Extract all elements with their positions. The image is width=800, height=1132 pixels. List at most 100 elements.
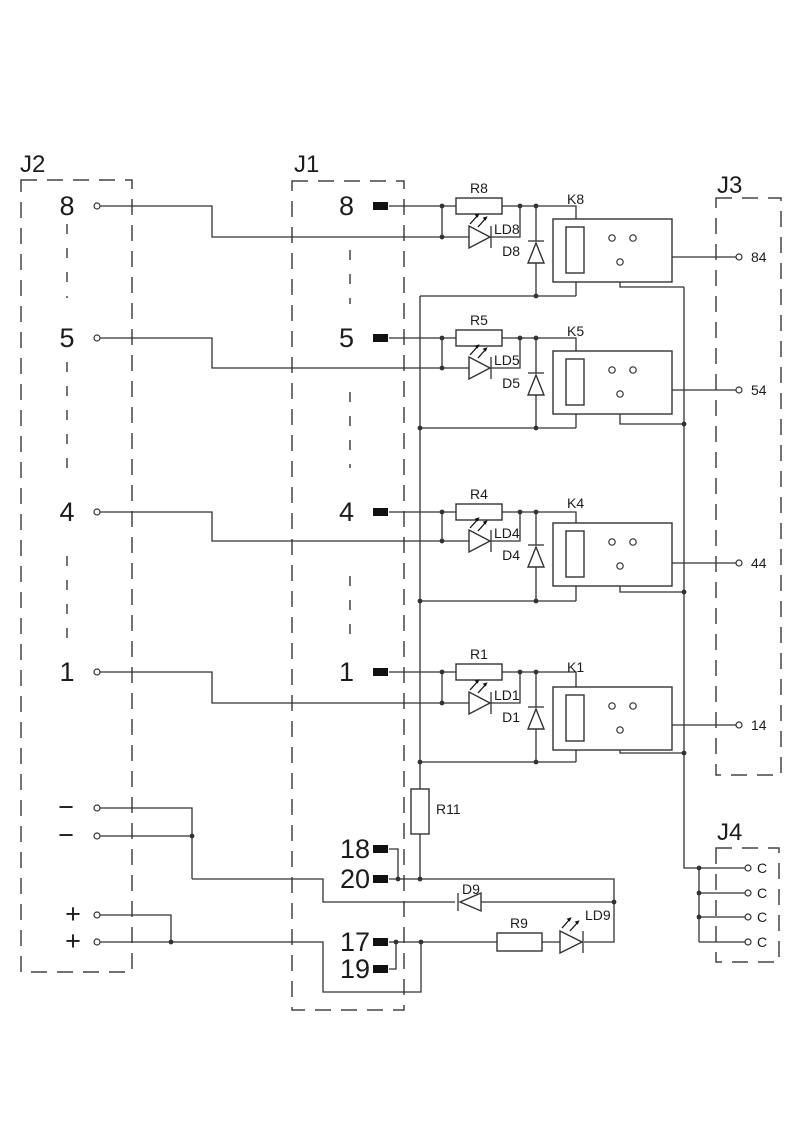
j1-pin-1-label: 1 xyxy=(339,657,354,687)
j1-pin-18-label: 18 xyxy=(340,834,370,864)
j1-label: J1 xyxy=(294,151,319,178)
ld8-label: LD8 xyxy=(494,221,520,237)
diode-d1 xyxy=(526,706,546,730)
j1-pin-19-label: 19 xyxy=(340,954,370,984)
j3-label: J3 xyxy=(717,172,742,199)
resistor-r8 xyxy=(455,197,503,215)
relay-unit-k5: R5 LD5 D5 K5 xyxy=(100,312,736,429)
j4-pin-c4-label: C xyxy=(757,934,767,950)
k1-coil xyxy=(565,694,585,742)
j3-terminal-44 xyxy=(735,559,743,567)
j3-terminal-84 xyxy=(735,253,743,261)
bus-wires xyxy=(419,287,745,943)
j3-pin-84-label: 84 xyxy=(751,249,767,265)
diode-d4 xyxy=(526,544,546,568)
j4-pin-c2-label: C xyxy=(757,885,767,901)
j1-pin-20-label: 20 xyxy=(340,864,370,894)
ld5-label: LD5 xyxy=(494,352,520,368)
j1-pin-contacts xyxy=(373,202,388,973)
relay-unit-k1: R1 LD1 D1 K1 xyxy=(100,646,736,763)
j2-pin-8-label: 8 xyxy=(59,191,74,221)
k8-label: K8 xyxy=(567,191,584,207)
ld9-label: LD9 xyxy=(585,907,611,923)
r5-label: R5 xyxy=(470,312,488,328)
j2-pin-plus1-label: + xyxy=(65,899,81,929)
j1-pin-17-label: 17 xyxy=(340,927,370,957)
j3-pin-44-label: 44 xyxy=(751,555,767,571)
j4-terminal-c4 xyxy=(744,938,752,946)
connector-j2: J2 8 5 4 1 − − + + xyxy=(20,151,133,973)
led-ld8 xyxy=(468,212,492,250)
j3-terminal-54 xyxy=(735,386,743,394)
j1-outline xyxy=(291,180,405,1011)
r1-label: R1 xyxy=(470,646,488,662)
led-ld9 xyxy=(559,916,584,955)
j4-pin-c1-label: C xyxy=(757,860,767,876)
r8-label: R8 xyxy=(470,180,488,196)
j4-terminal-c2 xyxy=(744,889,752,897)
plus-wires xyxy=(100,914,560,993)
j2-pin-4-label: 4 xyxy=(59,497,74,527)
j3-pin-14-label: 14 xyxy=(751,717,767,733)
connector-j4: J4 C C C C xyxy=(715,819,780,963)
resistor-r1 xyxy=(455,663,503,681)
resistor-r9 xyxy=(496,932,543,952)
j2-pin-plus2-label: + xyxy=(65,926,81,956)
j2-pin-minus2-label: − xyxy=(58,820,74,850)
pin18-20-wires xyxy=(389,848,615,943)
j4-label: J4 xyxy=(717,819,742,846)
led-ld5 xyxy=(468,343,492,381)
k5-label: K5 xyxy=(567,323,584,339)
d1-label: D1 xyxy=(502,709,520,725)
j3-pin-54-label: 54 xyxy=(751,382,767,398)
j4-branch-wires xyxy=(698,868,745,943)
resistor-r11 xyxy=(410,788,430,835)
common-bus xyxy=(683,287,745,869)
r4-label: R4 xyxy=(470,486,488,502)
resistor-r5 xyxy=(455,329,503,347)
j1-pin-5-label: 5 xyxy=(339,323,354,353)
d5-label: D5 xyxy=(502,375,520,391)
power-section: R11 D9 R9 LD9 xyxy=(100,788,615,993)
r9-label: R9 xyxy=(510,915,528,931)
led-ld1 xyxy=(468,678,492,716)
k5-coil xyxy=(565,358,585,406)
j2-pin-5-label: 5 xyxy=(59,323,74,353)
j1-pin-8-label: 8 xyxy=(339,191,354,221)
led-ld4 xyxy=(468,516,492,554)
j2-outline xyxy=(20,179,133,973)
pin17-19-wires xyxy=(389,942,397,970)
j2-terminals xyxy=(93,202,101,946)
d8-label: D8 xyxy=(502,243,520,259)
relay-unit-k4: R4 LD4 D4 K4 xyxy=(100,486,736,602)
j2-pin-1-label: 1 xyxy=(59,657,74,687)
k4-coil xyxy=(565,530,585,578)
j3-terminal-14 xyxy=(735,721,743,729)
ld1-label: LD1 xyxy=(494,687,520,703)
j4-terminal-c1 xyxy=(744,864,752,872)
j3-outline xyxy=(715,197,782,776)
minus-wires xyxy=(100,807,614,903)
junction-dots xyxy=(168,203,702,945)
d4-label: D4 xyxy=(502,547,520,563)
relay-k5 xyxy=(552,350,673,415)
diode-d9 xyxy=(457,891,482,913)
relay-k8 xyxy=(552,218,673,283)
diode-d8 xyxy=(526,240,546,264)
k4-label: K4 xyxy=(567,495,584,511)
k1-label: K1 xyxy=(567,659,584,675)
j4-pin-c3-label: C xyxy=(757,909,767,925)
relay-unit-k8: R8 LD8 D8 K8 xyxy=(100,180,736,297)
ld4-label: LD4 xyxy=(494,525,520,541)
connector-j3: J3 84 54 44 14 xyxy=(715,172,782,776)
j1-pin-4-label: 4 xyxy=(339,497,354,527)
r11-label: R11 xyxy=(436,801,461,817)
j4-outline xyxy=(715,847,780,963)
connector-j1: J1 8 5 4 1 18 20 17 19 xyxy=(291,151,405,1011)
relay-k1 xyxy=(552,686,673,751)
d9-label: D9 xyxy=(462,881,480,897)
relay-k4 xyxy=(552,522,673,587)
j2-label: J2 xyxy=(20,151,45,178)
